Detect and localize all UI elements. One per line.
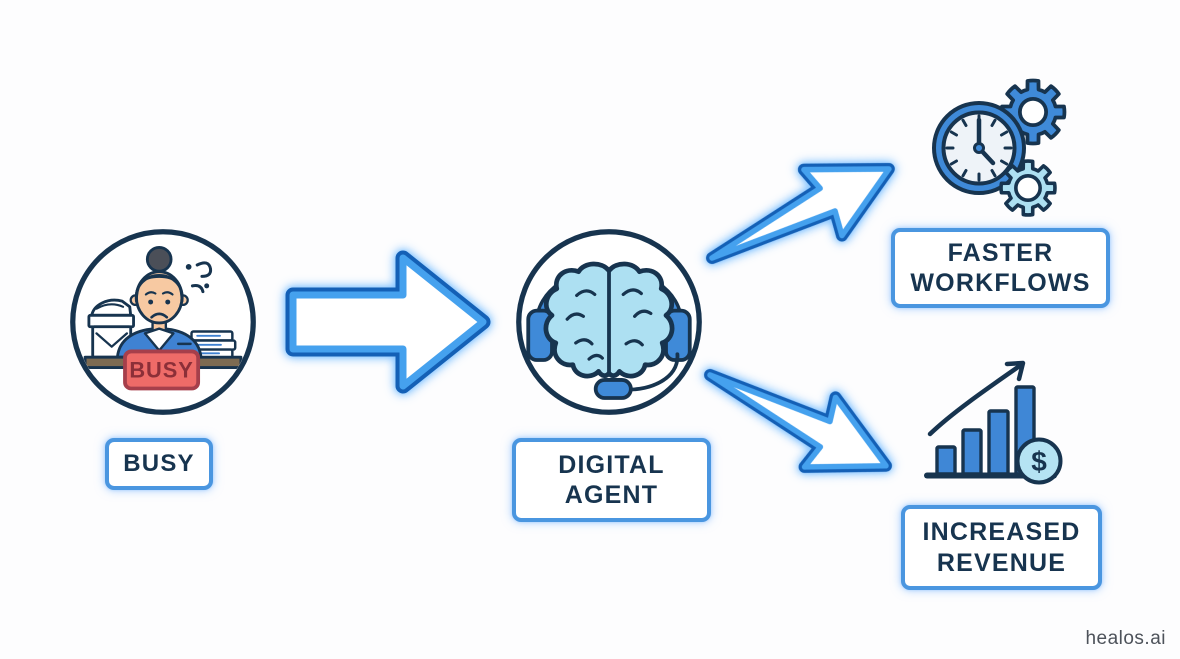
mic-boom xyxy=(626,352,680,392)
watermark: healos.ai xyxy=(1085,628,1166,649)
busy-sign-text: BUSY xyxy=(129,358,193,383)
growth-arrowhead xyxy=(1004,360,1026,382)
bar-chart-dollar-icon: $ xyxy=(924,360,1063,485)
arrow-busy-to-agent xyxy=(285,250,491,394)
arrow-agent-to-revenue xyxy=(704,369,892,473)
stressed-worker-icon: BUSY xyxy=(70,229,256,415)
busy-label: BUSY xyxy=(105,438,213,490)
increased-revenue-label: INCREASED REVENUE xyxy=(901,505,1102,590)
book-stack-icon xyxy=(187,330,237,359)
dollar-coin-icon: $ xyxy=(1015,437,1063,485)
sweat-drops-icon xyxy=(185,261,213,294)
clock-gears-icon xyxy=(932,78,1067,217)
worker-figure xyxy=(115,246,203,359)
growth-curve-arrow xyxy=(927,362,1024,437)
brain-headset-icon xyxy=(516,229,702,415)
digital-agent-label: DIGITAL AGENT xyxy=(512,438,711,522)
faster-workflows-label: FASTER WORKFLOWS xyxy=(891,228,1110,308)
brain-shape xyxy=(543,261,675,379)
busy-sign-icon: BUSY xyxy=(123,349,201,391)
dollar-symbol: $ xyxy=(1031,446,1047,477)
mic-icon xyxy=(593,378,633,400)
arrow-agent-to-workflows xyxy=(706,163,895,264)
clock-icon xyxy=(932,101,1026,195)
gear-icon-large xyxy=(999,78,1067,146)
chart-bars xyxy=(935,385,1036,476)
gear-icon-small xyxy=(999,159,1057,217)
